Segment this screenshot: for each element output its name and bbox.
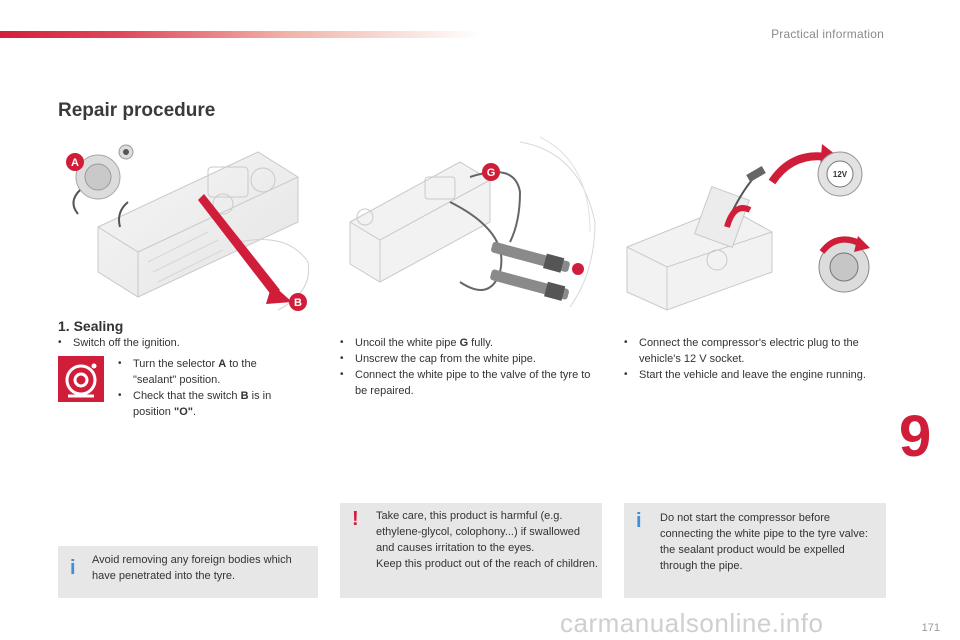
warning-note-text: Take care, this product is harmful (e.g.…: [376, 510, 598, 570]
step-unscrew-cap: • Unscrew the cap from the white pipe.: [340, 353, 536, 365]
warning-note-harmful: ! Take care, this product is harmful (e.…: [340, 503, 602, 598]
info-note-text: Do not start the compressor before conne…: [660, 512, 868, 572]
label-b: B: [294, 297, 302, 309]
info-note-foreign-bodies: i Avoid removing any foreign bodies whic…: [58, 546, 318, 598]
step-uncoil-pipe: • Uncoil the white pipe G fully.: [340, 337, 493, 349]
warning-icon: !: [352, 508, 359, 530]
section-label: Practical information: [771, 27, 884, 41]
step-connect-pipe: • Connect the white pipe to the valve of…: [340, 369, 591, 397]
watermark: carmanualsonline.info: [560, 608, 824, 638]
selector-dial-icon: [58, 356, 104, 402]
info-note-compressor: i Do not start the compressor before con…: [624, 503, 886, 598]
info-icon: i: [70, 557, 76, 579]
white-pipe-illustration: G: [349, 136, 596, 308]
step-connect-plug: • Connect the compressor's electric plug…: [624, 337, 859, 365]
step-turn-selector: • Turn the selector A to the "sealant" p…: [118, 358, 257, 386]
label-a: A: [71, 157, 79, 169]
chapter-number: 9: [899, 404, 932, 469]
power-socket-illustration: 12V: [626, 144, 870, 311]
step-switch-off: • Switch off the ignition.: [58, 337, 180, 349]
step-start-vehicle: • Start the vehicle and leave the engine…: [624, 369, 866, 381]
step-check-switch: • Check that the switch B is in position…: [118, 390, 272, 418]
compressor-selector-illustration: A B: [66, 144, 310, 311]
header-accent-bar: [0, 31, 480, 38]
label-12v: 12V: [833, 170, 848, 179]
page-number: 171: [921, 622, 940, 634]
bullet-icon: •: [58, 337, 62, 348]
page-title: Repair procedure: [58, 100, 216, 121]
info-note-text: Avoid removing any foreign bodies which …: [92, 554, 292, 582]
info-icon: i: [636, 510, 642, 532]
label-g: G: [487, 167, 496, 179]
sealing-heading: 1. Sealing: [58, 318, 124, 334]
